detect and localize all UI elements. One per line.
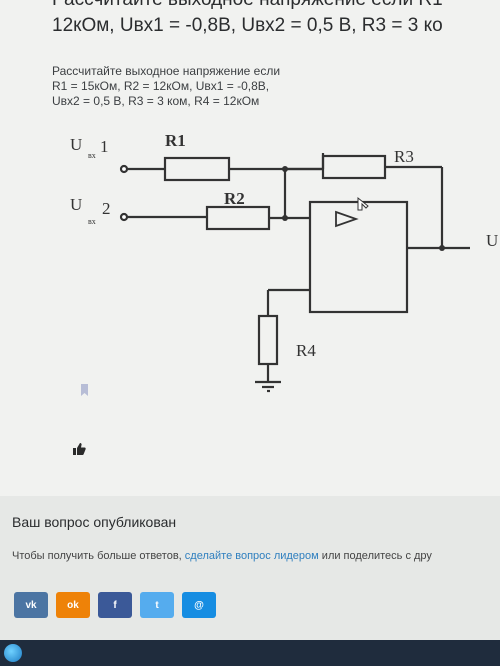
r2-resistor bbox=[205, 205, 271, 231]
question-line: Рассчитайте выходное напряжение если bbox=[52, 64, 281, 78]
promote-prefix: Чтобы получить больше ответов, bbox=[12, 550, 182, 562]
vk-icon: vk bbox=[25, 599, 37, 611]
r3-label: R3 bbox=[394, 147, 414, 166]
input1-label: U bbox=[70, 135, 82, 154]
odnoklassniki-icon: ok bbox=[67, 599, 79, 611]
question-title-continued: 12кОм, Uвх1 = -0,8В, Uвх2 = 0,5 В, R3 = … bbox=[52, 15, 443, 36]
share-buttons: vk ok f t @ bbox=[14, 592, 216, 618]
r4-resistor bbox=[257, 314, 279, 366]
question-text: Рассчитайте выходное напряжение если R1 … bbox=[52, 64, 352, 109]
os-taskbar bbox=[0, 640, 500, 666]
input1-num: 1 bbox=[100, 137, 109, 156]
moimir-icon: @ bbox=[194, 599, 204, 611]
r1-resistor bbox=[163, 156, 231, 182]
twitter-icon: t bbox=[155, 599, 159, 611]
promote-link[interactable]: сделайте вопрос лидером bbox=[184, 550, 319, 562]
question-title: Рассчитайте выходное напряжение если R1 bbox=[52, 0, 500, 12]
circuit-diagram: U вх 1 U вх 2 R1 R2 R3 R4 U bbox=[70, 131, 498, 393]
promote-info: Чтобы получить больше ответов, сделайте … bbox=[12, 550, 432, 562]
share-vk-button[interactable]: vk bbox=[14, 592, 48, 618]
output-label: U bbox=[486, 231, 498, 250]
opamp-symbol bbox=[335, 210, 359, 228]
r1-label: R1 bbox=[165, 131, 186, 150]
facebook-icon: f bbox=[113, 599, 117, 611]
start-icon[interactable] bbox=[4, 644, 22, 662]
hand-cursor-icon bbox=[357, 196, 369, 211]
opamp-box bbox=[308, 200, 409, 314]
input1-terminal bbox=[119, 164, 129, 174]
input2-terminal bbox=[119, 212, 129, 222]
input2-num: 2 bbox=[102, 199, 111, 218]
promote-suffix: или поделитесь с дру bbox=[321, 550, 432, 562]
r4-label: R4 bbox=[296, 341, 316, 360]
input2-sub: вх bbox=[88, 217, 96, 226]
share-ok-button[interactable]: ok bbox=[56, 592, 90, 618]
thumbs-up-icon[interactable] bbox=[72, 442, 86, 456]
r3-resistor bbox=[321, 154, 387, 180]
input2-label: U bbox=[70, 195, 82, 214]
share-moimir-button[interactable]: @ bbox=[182, 592, 216, 618]
published-message: Ваш вопрос опубликован bbox=[12, 514, 177, 530]
share-twitter-button[interactable]: t bbox=[140, 592, 174, 618]
input1-sub: вх bbox=[88, 151, 96, 160]
question-line: R1 = 15кОм, R2 = 12кОм, Uвх1 = -0,8В, bbox=[52, 79, 270, 93]
question-published-panel: Ваш вопрос опубликован Чтобы получить бо… bbox=[0, 496, 500, 666]
share-facebook-button[interactable]: f bbox=[98, 592, 132, 618]
question-line: Uвх2 = 0,5 В, R3 = 3 ком, R4 = 12кОм bbox=[52, 94, 260, 108]
r2-label: R2 bbox=[224, 189, 245, 208]
bookmark-icon[interactable] bbox=[80, 384, 89, 396]
